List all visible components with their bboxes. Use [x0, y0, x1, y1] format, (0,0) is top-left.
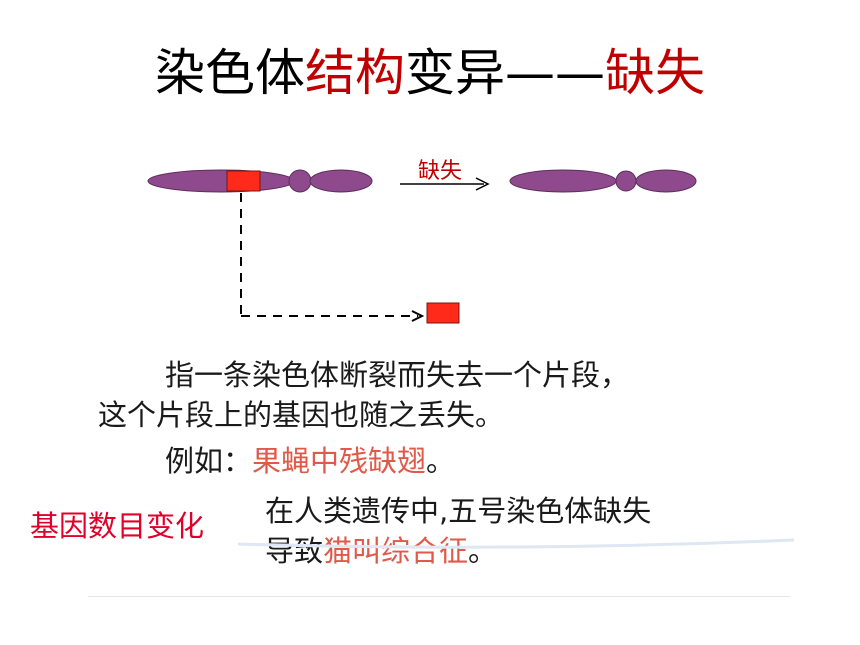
- human-line-1: 在人类遗传中,五号染色体缺失: [265, 494, 652, 528]
- deleted-segment-in-chromosome: [226, 170, 261, 192]
- title-part-1: 染色体: [155, 44, 305, 102]
- syndrome-name: 猫叫综合征: [323, 534, 469, 568]
- title-part-4: 缺失: [605, 44, 705, 102]
- title-part-2: 结构: [305, 44, 405, 102]
- title-part-3: 变异——: [405, 44, 605, 102]
- example-line: 例如：果蝇中残缺翅。: [165, 442, 455, 480]
- bottom-divider: [88, 596, 790, 597]
- side-label: 基因数目变化: [30, 509, 205, 543]
- result-right-arm: [635, 169, 697, 193]
- human-line-2: 导致猫叫综合征。: [265, 532, 497, 570]
- page-title: 染色体结构变异——缺失: [0, 38, 860, 108]
- example-prefix: 例如：: [165, 444, 253, 478]
- definition-line-2: 这个片段上的基因也随之丢失。: [98, 398, 505, 432]
- definition-line-1: 指一条染色体断裂而失去一个片段，: [165, 358, 630, 392]
- detached-fragment: [426, 302, 460, 324]
- resulting-chromosome: [509, 169, 697, 193]
- example-value: 果蝇中残缺翅: [252, 444, 427, 478]
- example-suffix: 。: [426, 444, 456, 478]
- human-line-2-prefix: 导致: [265, 534, 324, 568]
- detach-path: [240, 193, 425, 322]
- original-chromosome: [147, 169, 373, 193]
- deletion-arrow: [400, 177, 490, 191]
- human-line-2-suffix: 。: [468, 534, 498, 568]
- chromatid-right-arm: [309, 169, 373, 193]
- arrow-label: 缺失: [418, 159, 462, 184]
